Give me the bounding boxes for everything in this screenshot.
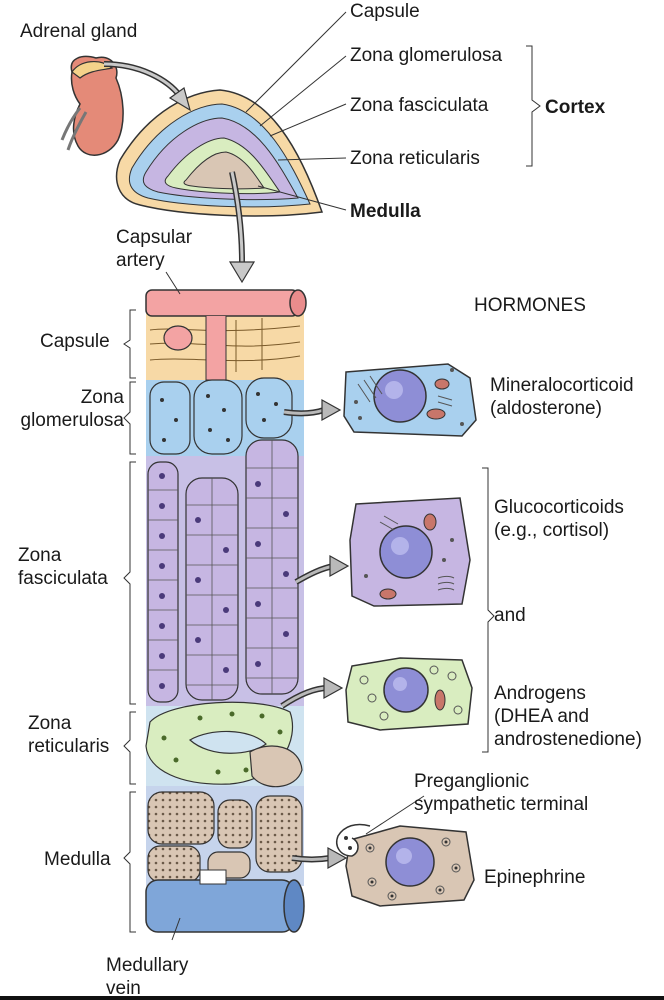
- top-zona-fasciculata-label: Zona fasciculata: [350, 95, 489, 116]
- epinephrine-cell: [345, 825, 475, 907]
- cell-arrows: [280, 398, 350, 870]
- zona-fasciculata-label: Zona fasciculata: [18, 545, 108, 589]
- top-capsule-label: Capsule: [350, 1, 420, 22]
- zona-glomerulosa-label: Zona glomerulosa: [20, 387, 125, 431]
- and-label: and: [494, 605, 526, 626]
- top-leader-lines: [245, 11, 541, 211]
- cortex-column: [145, 289, 307, 933]
- top-zona-glomerulosa-label: Zona glomerulosa: [350, 45, 503, 66]
- hormones-heading: HORMONES: [474, 295, 586, 316]
- arrow-head: [228, 261, 256, 284]
- androgens-label: Androgens (DHEA and androstenedione): [494, 683, 642, 750]
- adrenal-cross-section: [115, 89, 324, 217]
- bottom-border: [0, 996, 664, 1000]
- preganglionic-terminal: [336, 823, 371, 857]
- top-zona-reticularis-label: Zona reticularis: [350, 148, 480, 169]
- epinephrine-label: Epinephrine: [484, 867, 586, 888]
- top-medulla-label: Medulla: [350, 201, 421, 222]
- capsular-artery-vessel: [145, 289, 299, 317]
- cortex-label: Cortex: [545, 97, 606, 118]
- kidney-illustration: [60, 55, 124, 156]
- preganglionic-label: Preganglionic sympathetic terminal: [414, 771, 589, 815]
- glucocorticoid-cell: [349, 497, 471, 607]
- arrow-head: [168, 87, 191, 112]
- medullary-vein-label: Medullary vein: [106, 955, 189, 999]
- zona-reticularis-label: Zona reticularis: [28, 713, 110, 757]
- medulla-label: Medulla: [44, 849, 111, 870]
- androgen-cell: [345, 657, 473, 731]
- mineralocorticoid-cell: [343, 363, 477, 437]
- column-leader-lines: [123, 271, 495, 941]
- capsular-artery-label: Capsular artery: [116, 227, 193, 271]
- mineralocorticoid-label: Mineralocorticoid (aldosterone): [490, 375, 634, 419]
- medullary-vein-vessel: [145, 879, 295, 933]
- glucocorticoids-label: Glucocorticoids (e.g., cortisol): [494, 497, 624, 541]
- adrenal-gland-label: Adrenal gland: [20, 21, 138, 42]
- capsule-label: Capsule: [40, 331, 110, 352]
